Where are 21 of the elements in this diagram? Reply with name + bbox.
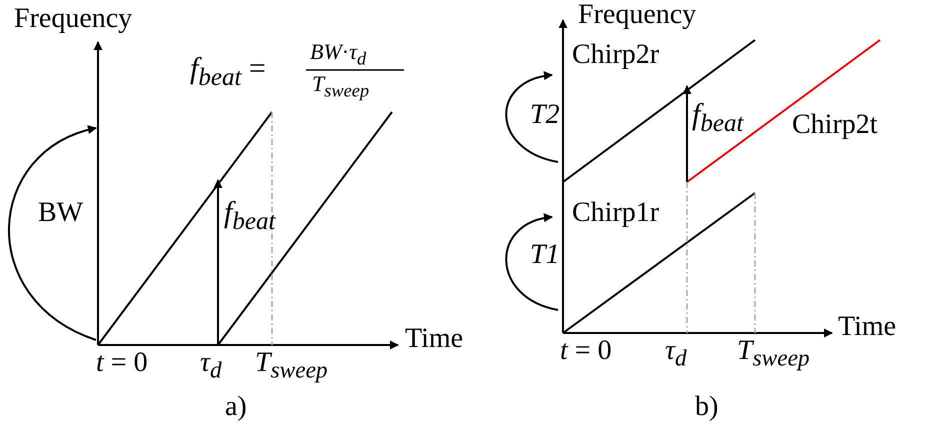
chirp-label: Chirp2r: [572, 40, 660, 71]
tick-label: τ$_{d}$: [665, 336, 687, 372]
tick-label: t = 0: [560, 336, 612, 367]
panel-label: b): [695, 392, 718, 423]
axis-label: Frequency: [14, 4, 132, 35]
tick-label: t = 0: [96, 348, 148, 379]
panel-label: a): [225, 392, 247, 423]
chirp-label: Chirp1r: [572, 198, 660, 229]
chirp-label: Chirp2t: [792, 110, 878, 141]
beat-frequency-label: f$_{beat}$: [692, 98, 744, 138]
bandwidth-label: BW: [38, 198, 84, 229]
formula-lhs: f$_{beat}$ =: [190, 52, 266, 92]
tick-label: T$_{sweep}$: [255, 348, 328, 384]
tick-label: τ$_{d}$: [200, 348, 222, 384]
tick-label: T$_{sweep}$: [737, 336, 810, 372]
axis-label: Time: [838, 312, 896, 343]
axis-label: Time: [405, 324, 464, 355]
formula-denominator: T$_{sweep}$: [312, 72, 370, 101]
beat-frequency-label: f$_{beat}$: [224, 196, 276, 236]
formula-numerator: BW·τ$_{d}$: [310, 40, 366, 69]
axis-label: Frequency: [578, 0, 696, 31]
